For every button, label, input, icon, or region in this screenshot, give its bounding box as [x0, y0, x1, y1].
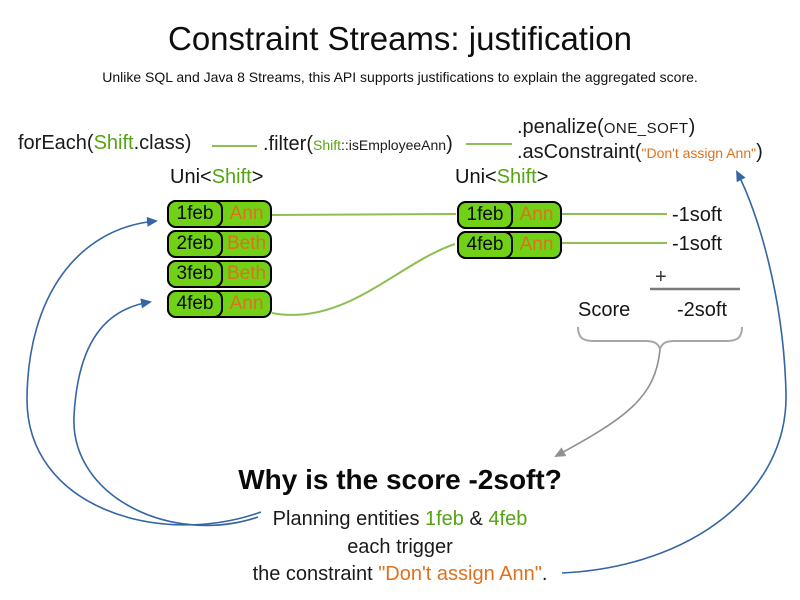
- uni-left-type: Shift: [211, 166, 252, 188]
- penalty-4feb: -1soft: [672, 233, 723, 255]
- connector-1feb-left-to-right: [271, 213, 457, 216]
- score-total: -2soft: [677, 299, 728, 321]
- why-line1-amp: &: [463, 508, 489, 530]
- table-row: 3feb Beth: [167, 260, 272, 288]
- code-filter: .filter(Shift::isEmployeeAnn): [263, 133, 453, 156]
- why-entity-1feb: 1feb: [425, 508, 464, 530]
- why-line-trigger: each trigger: [347, 536, 453, 558]
- code-penalize-prefix: .penalize(: [517, 116, 604, 138]
- why-constraint-name: "Don't assign Ann": [378, 563, 542, 585]
- shift-employee: Beth: [226, 263, 267, 284]
- table-row: 1feb Ann: [167, 200, 272, 228]
- table-row: 1feb Ann: [457, 201, 562, 229]
- arrow-score-to-why: [554, 349, 661, 457]
- shift-table-right: 1feb Ann 4feb Ann: [457, 201, 562, 259]
- uni-left-suffix: >: [251, 166, 264, 188]
- why-line-constraint: the constraint "Don't assign Ann".: [0, 563, 800, 586]
- why-line3-suffix: .: [541, 563, 548, 585]
- uni-shift-label-right: Uni<Shift>: [455, 166, 548, 189]
- table-row: 4feb Ann: [457, 231, 562, 259]
- why-line1-prefix: Planning entities: [272, 508, 425, 530]
- shift-date: 1feb: [457, 201, 513, 229]
- shift-date: 3feb: [167, 260, 223, 288]
- code-penalize-suffix: ): [688, 116, 696, 138]
- code-filter-class: Shift: [313, 137, 342, 153]
- shift-table-left: 1feb Ann 2feb Beth 3feb Beth 4feb Ann: [167, 200, 272, 318]
- shift-employee: Beth: [226, 233, 267, 254]
- page-title: Constraint Streams: justification: [167, 20, 632, 57]
- code-filter-prefix: .filter(: [263, 133, 313, 155]
- code-penalize: .penalize(ONE_SOFT): [517, 116, 695, 139]
- uni-right-prefix: Uni<: [455, 166, 497, 188]
- shift-date: 2feb: [167, 230, 223, 258]
- uni-left-prefix: Uni<: [170, 166, 212, 188]
- code-foreach-suffix: .class): [133, 132, 192, 154]
- shift-employee: Ann: [519, 234, 554, 255]
- plus-sign: +: [655, 266, 667, 288]
- shift-date: 4feb: [457, 231, 513, 259]
- page-subtitle: Unlike SQL and Java 8 Streams, this API …: [102, 69, 698, 85]
- code-penalize-arg: ONE_SOFT: [603, 120, 689, 137]
- score-brace: [577, 326, 743, 353]
- code-filter-suffix: ): [446, 133, 453, 155]
- score-label: Score: [578, 299, 631, 321]
- uni-right-type: Shift: [496, 166, 537, 188]
- why-line-entities: Planning entities 1feb & 4feb: [0, 508, 800, 531]
- why-line3-prefix: the constraint: [252, 563, 379, 585]
- table-row: 2feb Beth: [167, 230, 272, 258]
- shift-employee: Ann: [229, 293, 264, 314]
- code-asconstraint: .asConstraint("Don't assign Ann"): [517, 141, 763, 164]
- table-row: 4feb Ann: [167, 290, 272, 318]
- uni-shift-label-left: Uni<Shift>: [170, 166, 263, 189]
- shift-date: 1feb: [167, 200, 223, 228]
- code-foreach-prefix: forEach(: [18, 132, 94, 154]
- code-asconstraint-prefix: .asConstraint(: [517, 141, 642, 163]
- code-foreach-class: Shift: [93, 132, 134, 154]
- uni-right-suffix: >: [536, 166, 549, 188]
- code-asconstraint-suffix: ): [756, 141, 763, 163]
- code-asconstraint-arg: "Don't assign Ann": [641, 145, 757, 161]
- shift-date: 4feb: [167, 290, 223, 318]
- why-entity-4feb: 4feb: [488, 508, 528, 530]
- why-heading: Why is the score -2soft?: [238, 464, 562, 495]
- shift-employee: Ann: [229, 203, 264, 224]
- penalty-1feb: -1soft: [672, 204, 723, 226]
- connector-4feb-left-to-right: [271, 243, 456, 316]
- shift-employee: Ann: [519, 204, 554, 225]
- code-foreach: forEach(Shift.class): [18, 132, 191, 155]
- code-filter-method: ::isEmployeeAnn: [341, 137, 447, 153]
